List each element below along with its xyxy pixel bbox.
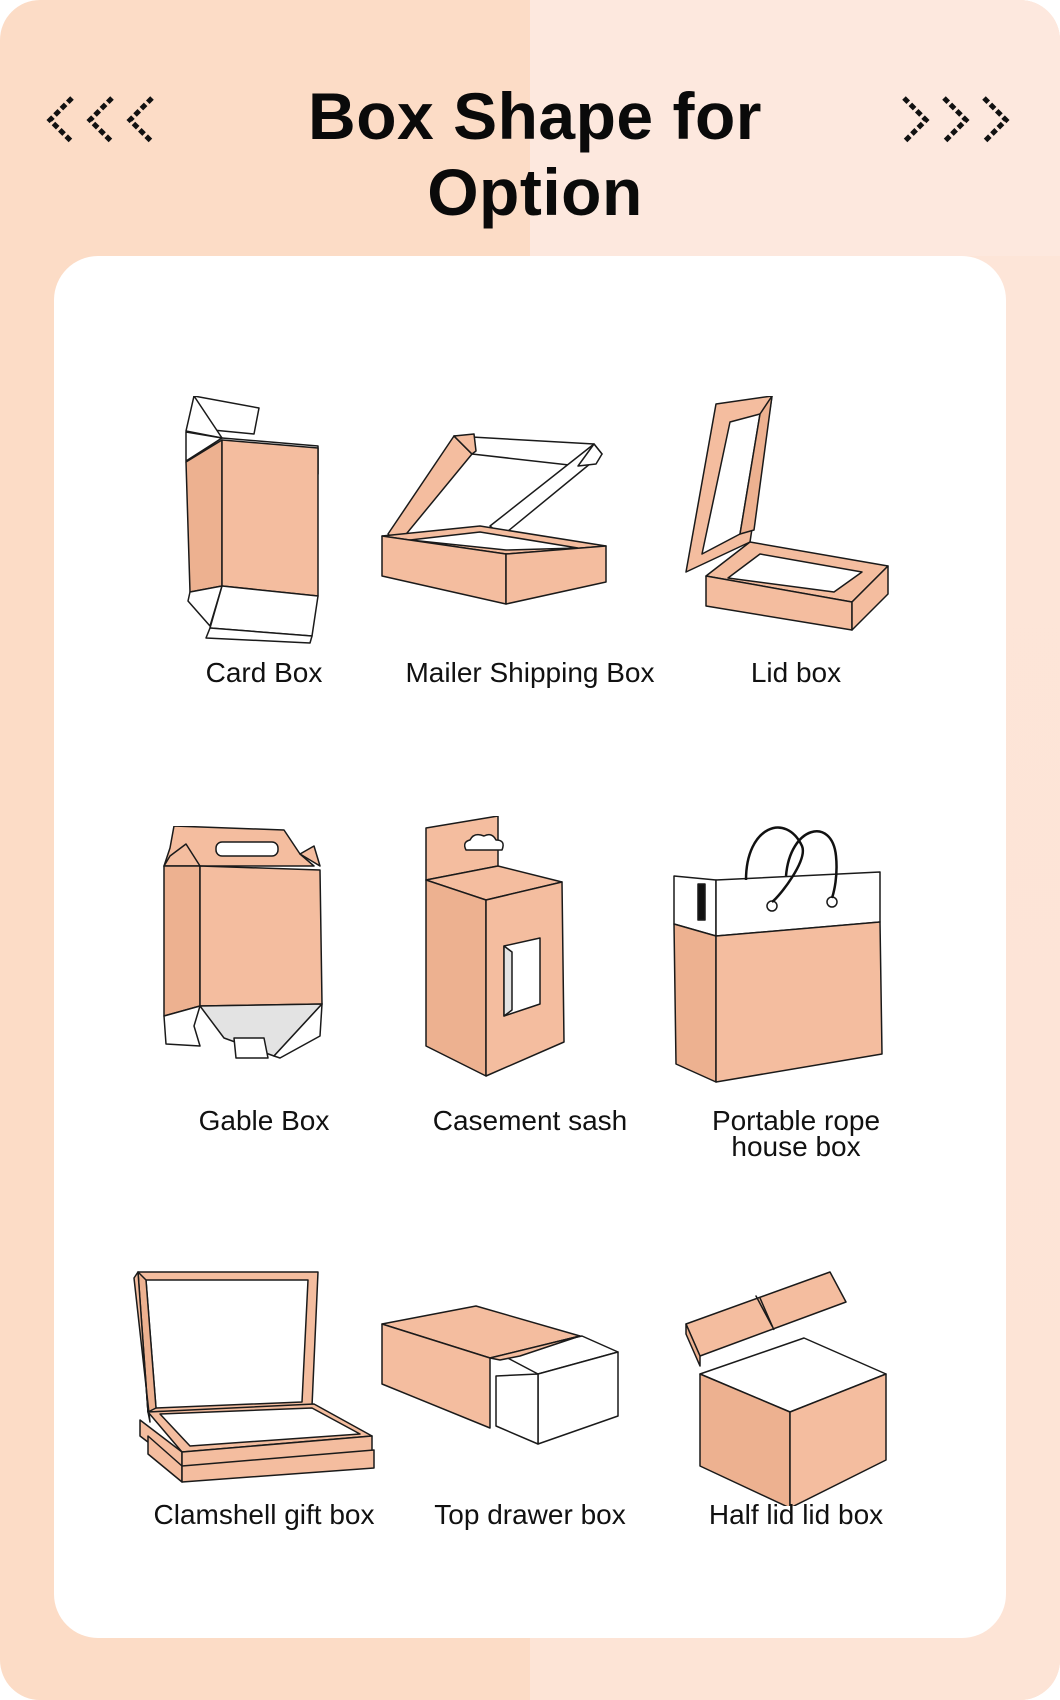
- box-label: Card Box: [205, 657, 323, 688]
- lid-box-icon: [685, 396, 889, 631]
- box-label: Portable rope: [711, 1105, 881, 1136]
- box-label: Mailer Shipping Box: [405, 657, 655, 688]
- box-label: Half lid lid box: [708, 1499, 884, 1530]
- top-drawer-box-icon: [381, 1305, 619, 1445]
- box-option-half-lid-box: Half lid lid box: [636, 1236, 956, 1556]
- triple-chevron-left-icon: [46, 96, 154, 144]
- box-label: Clamshell gift box: [153, 1499, 375, 1530]
- portable-rope-bag-icon: [673, 826, 883, 1083]
- box-label-line2: house box: [731, 1131, 861, 1162]
- box-option-clamshell-gift-box: Clamshell gift box: [104, 1256, 424, 1556]
- box-label: Gable Box: [198, 1105, 330, 1136]
- triple-chevron-right-icon: [902, 96, 1010, 144]
- box-label: Casement sash: [432, 1105, 628, 1136]
- box-label: Lid box: [750, 657, 842, 688]
- box-option-mailer-shipping-box: Mailer Shipping Box: [370, 396, 690, 696]
- box-label: Top drawer box: [434, 1499, 626, 1530]
- box-option-portable-rope-house-box: Portable rope house box: [636, 816, 956, 1161]
- box-option-lid-box: Lid box: [636, 396, 956, 696]
- box-option-gable-box: Gable Box: [104, 826, 424, 1146]
- header-background-right: [530, 0, 1060, 256]
- casement-sash-box-icon: [425, 816, 565, 1077]
- page-title: Box Shape for Option: [308, 79, 762, 229]
- box-option-casement-sash: Casement sash: [370, 816, 690, 1146]
- half-lid-box-icon: [685, 1271, 887, 1506]
- header: Box Shape for Option: [0, 60, 1060, 229]
- mailer-shipping-box-icon: [381, 433, 607, 605]
- box-shapes-card: Card Box Mailer Shipping Box: [54, 256, 1006, 1638]
- card-box-icon: [185, 396, 319, 644]
- box-option-card-box: Card Box: [104, 396, 424, 696]
- gable-box-icon: [163, 826, 323, 1059]
- box-option-top-drawer-box: Top drawer box: [370, 1256, 690, 1556]
- clamshell-gift-box-icon: [133, 1271, 375, 1483]
